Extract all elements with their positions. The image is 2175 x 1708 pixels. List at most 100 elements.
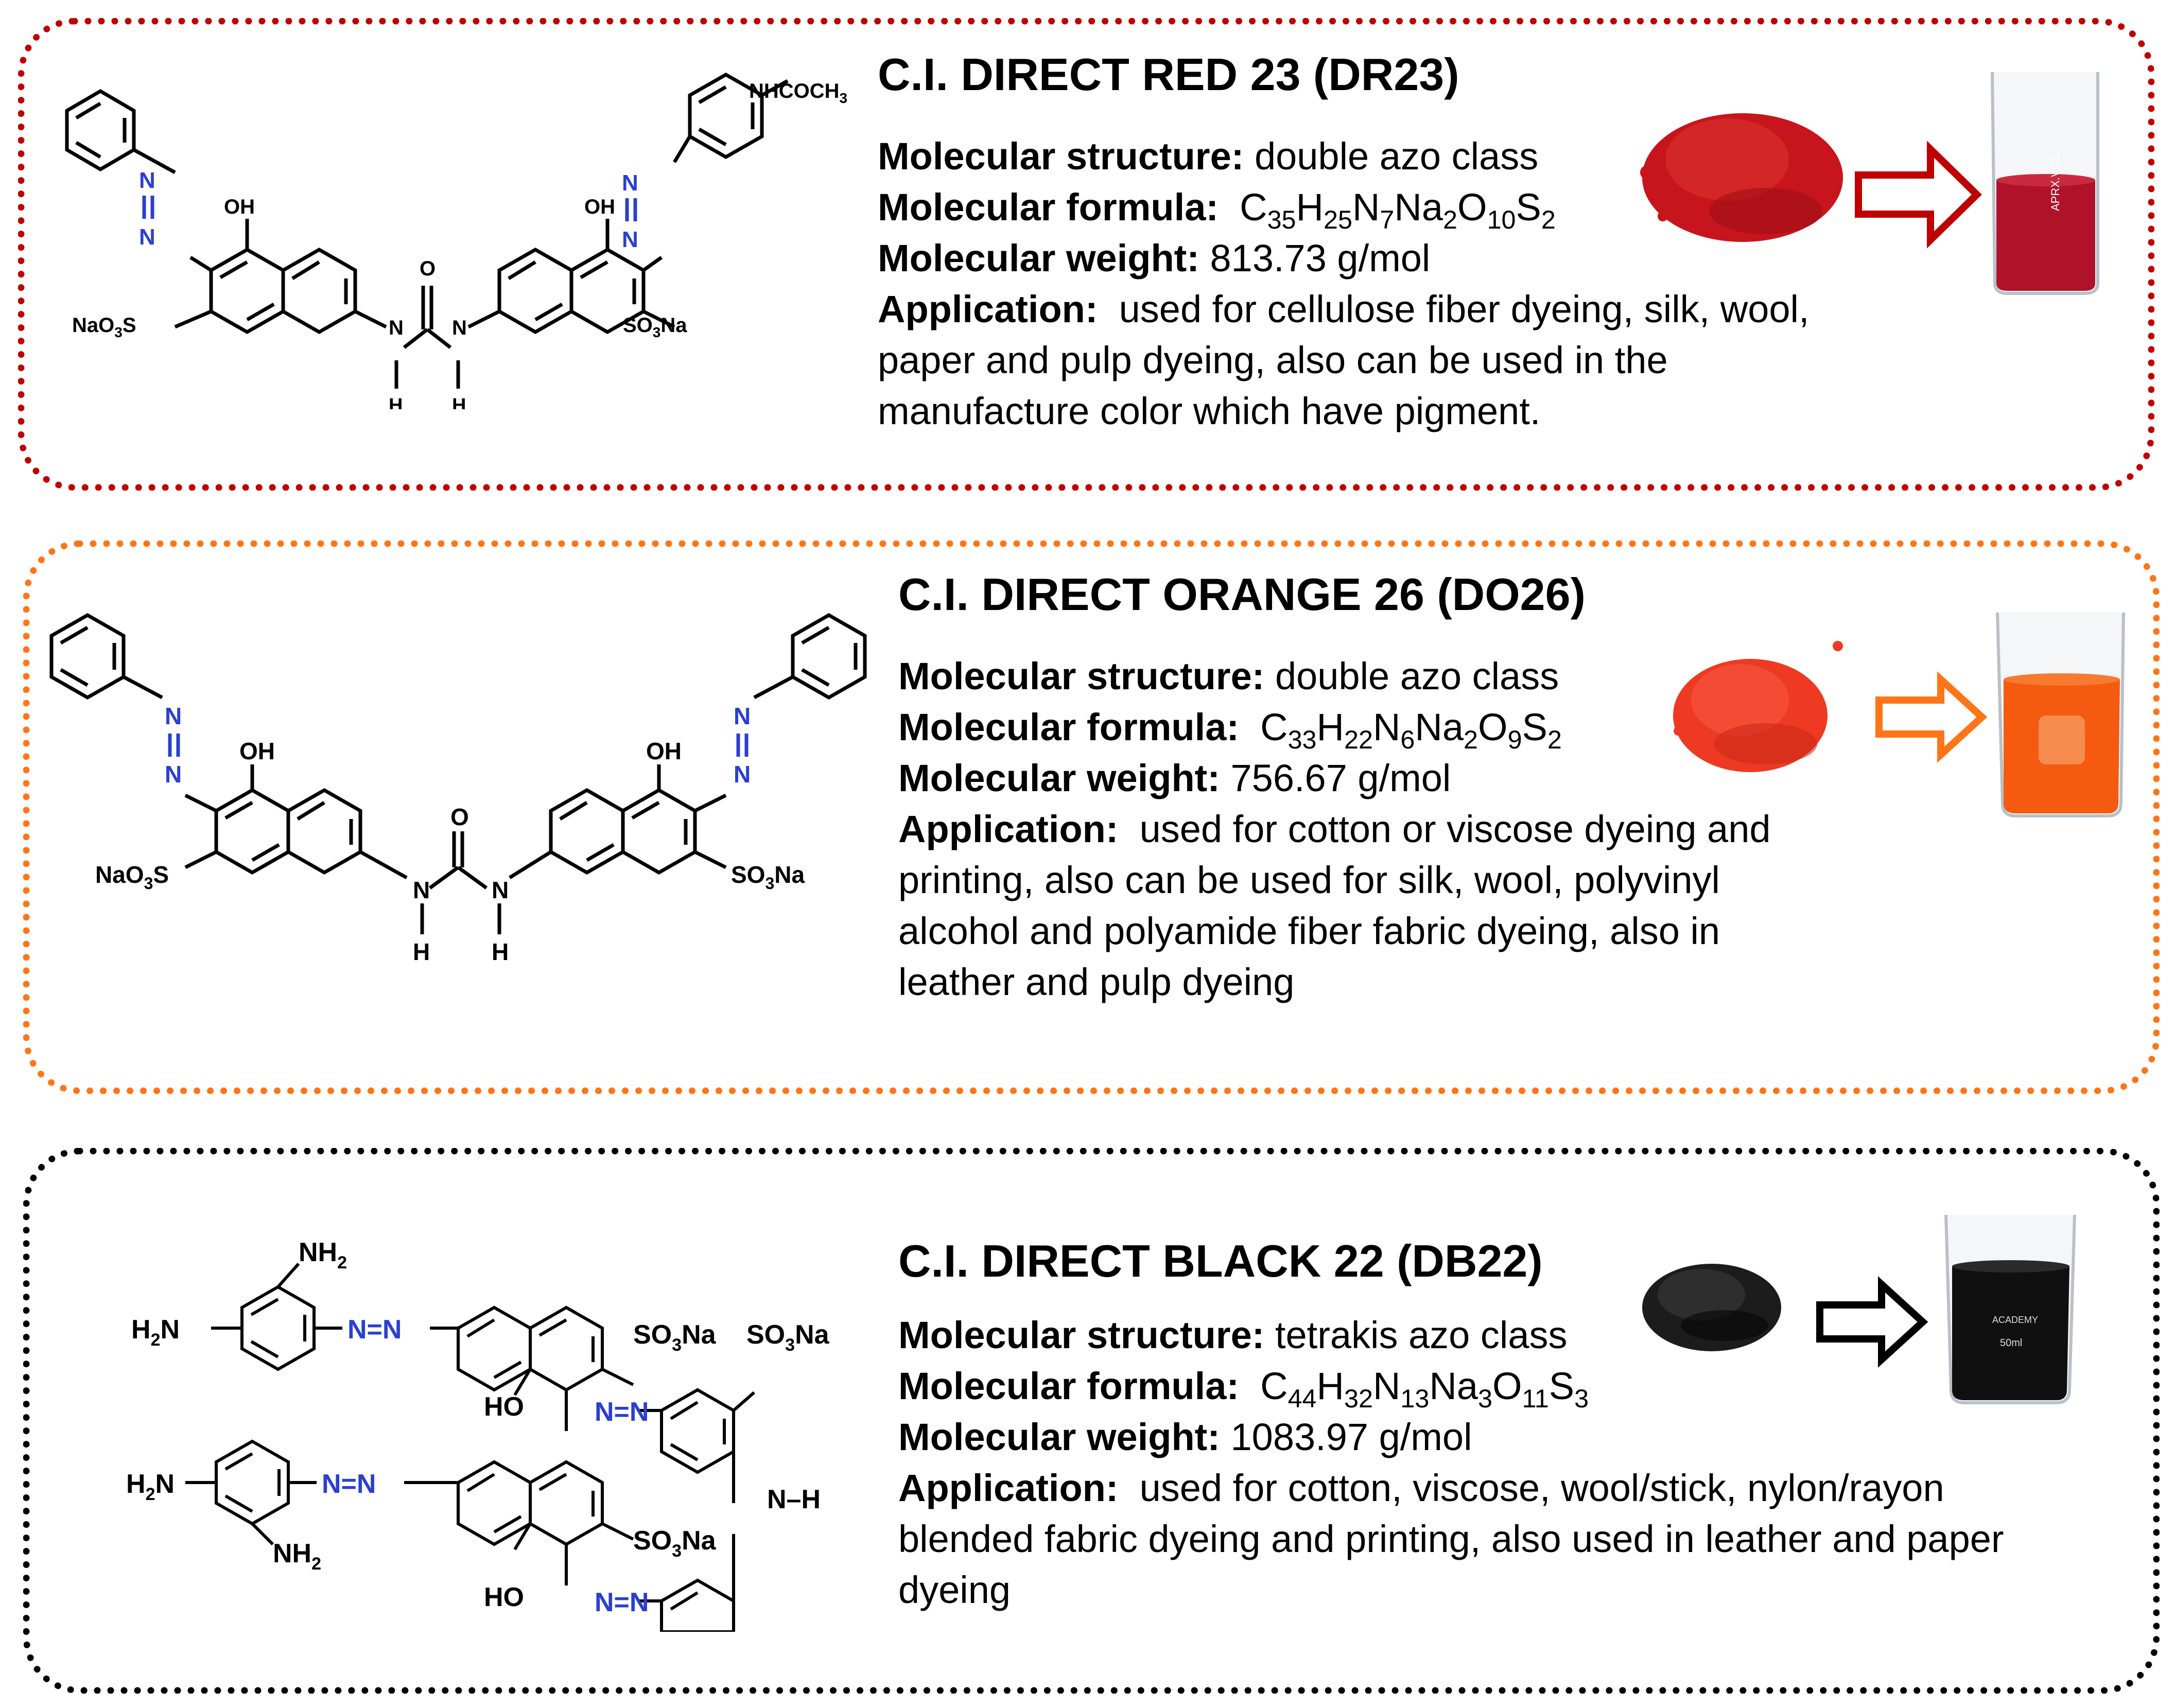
dr23-title: C.I. DIRECT RED 23 (DR23) — [878, 49, 1459, 100]
db22-lower-so3na: SO3Na — [633, 1526, 717, 1561]
formula-element: H — [1296, 186, 1324, 229]
formula-element: S — [1522, 706, 1547, 748]
formula-subscript: 33 — [1287, 725, 1317, 755]
do26-title: C.I. DIRECT ORANGE 26 (DO26) — [898, 569, 1586, 620]
formula-subscript: 3 — [1478, 1384, 1492, 1414]
dr23-beaker-label: APRX.VOL. — [2049, 151, 2062, 211]
db22-formula-row: Molecular formula: C44H32N13Na3O11S3 — [898, 1365, 1589, 1414]
formula-element: N — [1372, 1365, 1401, 1407]
dr23-formula: C35H25N7Na2O10S2 — [1240, 186, 1556, 233]
do26-structure: N N N N OH OH O N N H H NaO3S SO3Na — [46, 610, 901, 981]
do26-visual — [1668, 607, 2131, 829]
db22-panel — [23, 1148, 2160, 1694]
do26-panel — [23, 541, 2160, 1094]
formula-element: N — [1372, 706, 1401, 748]
dr23-oh-right: OH — [584, 196, 615, 218]
formula-element: S — [1548, 1365, 1575, 1407]
dr23-azo-n4: N — [622, 227, 638, 252]
do26-beaker — [1996, 612, 2125, 817]
formula-subscript: 44 — [1287, 1384, 1317, 1414]
db22-arrow-icon — [1816, 1276, 1928, 1368]
formula-subscript: 2 — [1547, 725, 1562, 755]
db22-beaker: ACADEMY 50ml — [1944, 1214, 2076, 1404]
db22-lower-phenyl — [660, 1578, 735, 1632]
do26-azo-n1: N — [165, 703, 182, 729]
formula-subscript: 22 — [1344, 725, 1373, 755]
do26-nh-left-n: N — [413, 877, 430, 903]
do26-nh-right-n: N — [492, 877, 509, 903]
do26-formula-row: Molecular formula: C33H22N6Na2O9S2 — [898, 706, 1562, 755]
do26-formula: C33H22N6Na2O9S2 — [1260, 706, 1562, 753]
formula-subscript: 7 — [1380, 205, 1395, 235]
do26-bonds — [49, 613, 867, 934]
db22-application-row: Application: used for cotton, viscose, w… — [898, 1467, 2004, 1611]
formula-element: O — [1457, 186, 1487, 229]
db22-bonds — [185, 1263, 755, 1632]
formula-element: Na — [1415, 706, 1464, 748]
db22-upper-ho: HO — [484, 1392, 524, 1422]
formula-subscript: 13 — [1400, 1384, 1430, 1414]
dr23-azo-n2: N — [139, 224, 155, 250]
db22-beaker-volume: 50ml — [2000, 1337, 2022, 1349]
dr23-structure-row: Molecular structure: double azo class — [878, 135, 1539, 178]
db22-title: C.I. DIRECT BLACK 22 (DB22) — [898, 1235, 1543, 1286]
do26-oh-right: OH — [646, 738, 682, 764]
formula-subscript: 3 — [1574, 1384, 1589, 1414]
formula-element: O — [1478, 706, 1508, 748]
dr23-structure: N N N N NHCOCH3 OH OH O N N H H NaO3S SO… — [36, 49, 880, 409]
db22-formula: C44H32N13Na3O11S3 — [1260, 1365, 1589, 1411]
formula-element: Na — [1429, 1365, 1478, 1407]
db22-upper-h2n: H2N — [131, 1315, 180, 1350]
dr23-bonds — [65, 72, 789, 389]
do26-oh-left: OH — [239, 738, 275, 764]
dr23-nhcoch3-label: NHCOCH3 — [749, 80, 847, 106]
do26-right-phenyl — [791, 613, 867, 700]
do26-carbonyl-o: O — [450, 804, 469, 830]
dr23-powder — [1640, 113, 1843, 242]
db22-weight-row: Molecular weight: 1083.97 g/mol — [898, 1416, 1472, 1458]
db22-lower-nh2: NH2 — [273, 1539, 321, 1574]
dr23-h-left: H — [389, 395, 403, 409]
do26-arrow-icon — [1875, 671, 1988, 763]
do26-h-right: H — [492, 938, 509, 965]
db22-lower-ho: HO — [484, 1582, 524, 1612]
do26-azo-bonds — [168, 734, 749, 757]
db22-visual: ACADEMY 50ml — [1637, 1210, 2090, 1410]
db22-azo-1: N=N — [347, 1315, 402, 1345]
formula-subscript: 35 — [1267, 205, 1296, 235]
formula-element: H — [1316, 706, 1344, 748]
formula-subscript: 25 — [1324, 205, 1352, 235]
dr23-application-row: Application: used for cellulose fiber dy… — [878, 288, 1809, 432]
do26-powder — [1673, 641, 1843, 772]
dr23-nh-right-n: N — [452, 317, 467, 339]
formula-subscript: 2 — [1464, 725, 1478, 755]
db22-info: C.I. DIRECT BLACK 22 (DB22) Molecular st… — [898, 1235, 2057, 1615]
db22-structure-row: Molecular structure: tetrakis azo class — [898, 1314, 1568, 1356]
formula-subscript: 32 — [1344, 1384, 1373, 1414]
formula-subscript: 11 — [1522, 1384, 1549, 1414]
dr23-nao3s-label: NaO3S — [72, 314, 136, 340]
dr23-oh-left: OH — [224, 196, 255, 218]
db22-structure: NH2 H2N SO3Na SO3Na HO N–H H2N NH2 SO3Na… — [124, 1189, 885, 1632]
do26-h-left: H — [413, 938, 430, 965]
db22-lower-h2n: H2N — [126, 1469, 175, 1504]
db22-upper-nh2: NH2 — [299, 1238, 347, 1273]
dr23-arrow-icon — [1855, 141, 1982, 249]
dr23-beaker: APRX.VOL. — [1991, 72, 2099, 295]
dr23-so3na-label: SO3Na — [623, 314, 687, 340]
formula-subscript: 9 — [1507, 725, 1522, 755]
do26-structure-row: Molecular structure: double azo class — [898, 655, 1559, 698]
formula-subscript: 2 — [1541, 205, 1556, 235]
formula-element: C — [1240, 186, 1267, 229]
dr23-azo-bonds — [142, 196, 637, 221]
db22-bridge-nh: N–H — [767, 1485, 821, 1514]
formula-element: N — [1352, 186, 1380, 229]
dr23-carbonyl-o: O — [420, 257, 436, 280]
db22-upper-so3na-b: SO3Na — [746, 1320, 830, 1355]
do26-azo-n3: N — [734, 703, 751, 729]
formula-subscript: 10 — [1487, 205, 1516, 235]
db22-lower-diamine-ring — [215, 1439, 290, 1526]
db22-beaker-brand: ACADEMY — [1992, 1315, 2038, 1325]
dr23-weight-row: Molecular weight: 813.73 g/mol — [878, 237, 1431, 280]
db22-azo-4: N=N — [595, 1588, 649, 1617]
